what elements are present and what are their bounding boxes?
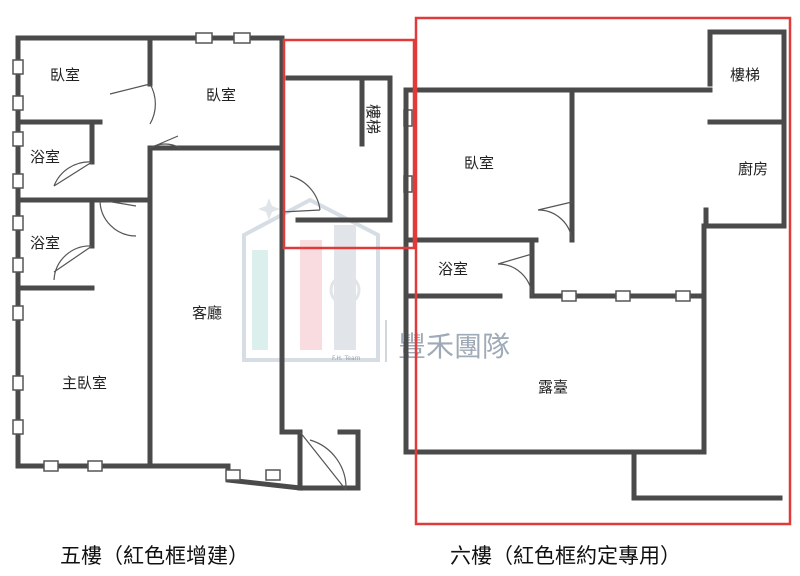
label-f6-terrace: 露臺 (538, 378, 568, 396)
floor5-windows (12, 32, 413, 481)
red-frame-floor5 (282, 38, 416, 250)
red-frame-floor6 (414, 16, 792, 526)
logo-bar-grey (334, 225, 356, 350)
logo-bar-pink (300, 240, 322, 350)
floor5-walls (15, 35, 393, 491)
label-f5-master: 主臥室 (62, 374, 107, 392)
caption-floor5: 五樓（紅色框增建） (60, 544, 249, 568)
floor5-doors (53, 83, 347, 491)
label-f6-stairs: 樓梯 (730, 66, 760, 84)
sparkle-icon (258, 198, 280, 220)
watermark-logo (242, 197, 380, 362)
logo-house-outline (242, 197, 380, 362)
caption-floor6: 六樓（紅色框約定專用） (450, 544, 681, 568)
floor6-fixtures (497, 201, 691, 302)
label-f5-bedroom-a: 臥室 (50, 66, 80, 84)
label-f5-bath-a: 浴室 (30, 148, 60, 166)
logo-bar-teal (252, 250, 268, 350)
label-f6-bath: 浴室 (438, 260, 468, 278)
label-f6-bedroom: 臥室 (464, 154, 494, 172)
label-f5-stairs: 樓梯 (364, 104, 382, 134)
label-f5-bedroom-b: 臥室 (206, 86, 236, 104)
watermark-team: F.H. Team (332, 355, 361, 362)
label-f5-living: 客廳 (192, 304, 222, 322)
floor6-walls (403, 29, 787, 501)
label-f6-kitchen: 廚房 (738, 160, 768, 178)
label-f5-bath-b: 浴室 (30, 234, 60, 252)
logo-circle (329, 274, 361, 306)
